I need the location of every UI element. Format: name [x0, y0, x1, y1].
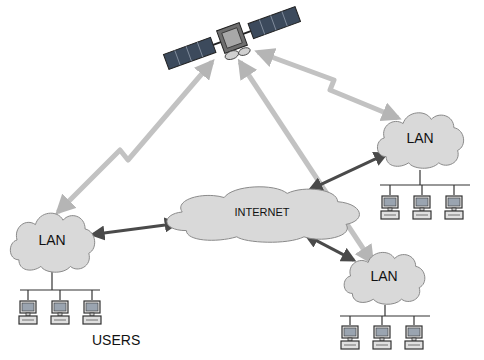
- cloud-label: LAN: [38, 232, 65, 248]
- network-cloud: LAN: [6, 207, 98, 273]
- satellite-links: [58, 52, 398, 262]
- satellite: [162, 3, 305, 81]
- network-cloud: INTERNET: [157, 181, 367, 243]
- cloud-label: INTERNET: [235, 206, 290, 218]
- satellite-link: [258, 52, 398, 118]
- cloud-label: LAN: [406, 130, 433, 146]
- network-link: [93, 223, 177, 234]
- network-link: [310, 154, 386, 190]
- satellite-link: [58, 62, 212, 212]
- network-cloud: LAN: [340, 247, 428, 305]
- cloud-label: LAN: [370, 268, 397, 284]
- users-label: USERS: [92, 332, 140, 348]
- network-cloud: LAN: [373, 107, 467, 169]
